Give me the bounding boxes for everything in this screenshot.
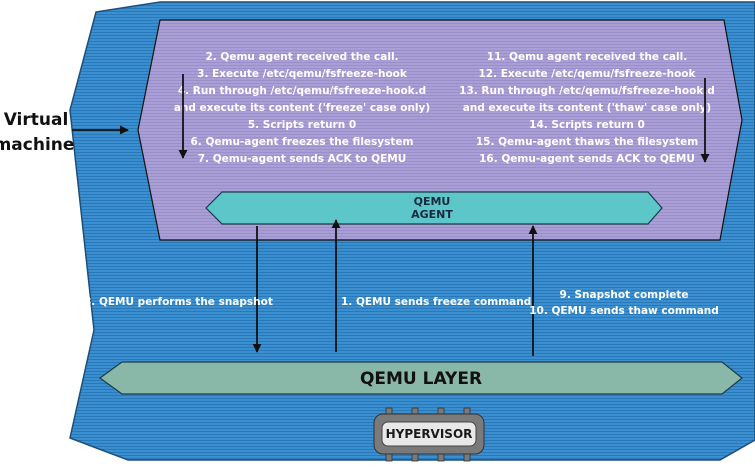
hypervisor-label: HYPERVISOR xyxy=(386,427,473,441)
thaw-command-label: 10. QEMU sends thaw command xyxy=(529,305,719,317)
thaw-step: 15. Qemu-agent thaws the filesystem xyxy=(476,136,698,148)
freeze-step: 5. Scripts return 0 xyxy=(248,119,356,131)
snapshot-complete-label: 9. Snapshot complete xyxy=(560,289,689,301)
qemu-layer-bar xyxy=(98,361,743,395)
thaw-step: 11. Qemu agent received the call. xyxy=(487,51,687,63)
vm-label-line-2: machine xyxy=(0,135,74,155)
freeze-command-label: 1. QEMU sends freeze command xyxy=(341,296,531,308)
freeze-step: 3. Execute /etc/qemu/fsfreeze-hook xyxy=(197,68,408,80)
thaw-step: 16. Qemu-agent sends ACK to QEMU xyxy=(479,153,695,165)
thaw-steps: 11. Qemu agent received the call. 12. Ex… xyxy=(459,51,715,165)
freeze-step: 7. Qemu-agent sends ACK to QEMU xyxy=(198,153,407,165)
qemu-layer-label: QEMU LAYER xyxy=(360,369,482,389)
qemu-agent-label-line-1: QEMU xyxy=(414,195,451,208)
freeze-step: 2. Qemu agent received the call. xyxy=(205,51,398,63)
thaw-step: 12. Execute /etc/qemu/fsfreeze-hook xyxy=(478,68,696,80)
thaw-step: and execute its content ('thaw' case onl… xyxy=(463,102,711,114)
snapshot-label: 8. QEMU performs the snapshot xyxy=(84,296,273,308)
freeze-step: 4. Run through /etc/qemu/fsfreeze-hook.d xyxy=(178,85,426,97)
freeze-step: 6. Qemu-agent freezes the filesystem xyxy=(191,136,414,148)
guest-area xyxy=(137,19,743,241)
qemu-agent-bar xyxy=(205,191,663,225)
vm-label: Virtual machine xyxy=(0,110,74,155)
thaw-step: 13. Run through /etc/qemu/fsfreeze-hook.… xyxy=(459,85,715,97)
vm-label-line-1: Virtual xyxy=(4,110,69,130)
hypervisor-chip: HYPERVISOR xyxy=(373,407,485,462)
thaw-step: 14. Scripts return 0 xyxy=(529,119,645,131)
qemu-agent-label-line-2: AGENT xyxy=(411,208,453,221)
freeze-step: and execute its content ('freeze' case o… xyxy=(174,102,430,114)
freeze-steps: 2. Qemu agent received the call. 3. Exec… xyxy=(174,51,430,165)
